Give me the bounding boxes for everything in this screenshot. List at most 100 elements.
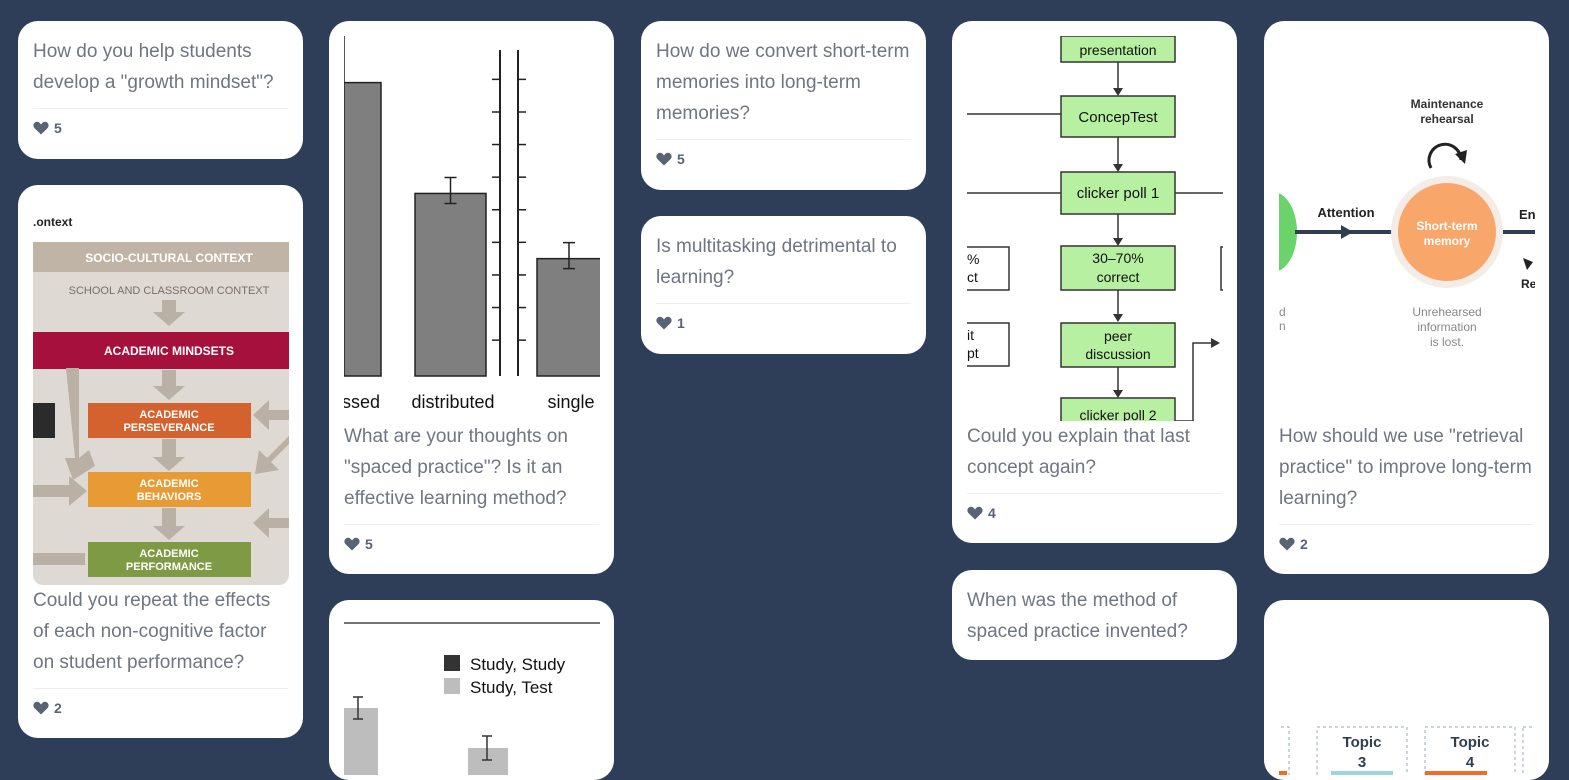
question-card[interactable]: When was the method of spaced practice i… (952, 570, 1237, 660)
like-button[interactable]: 5 (656, 140, 911, 178)
question-card[interactable]: ssed distributed single What are your thou… (329, 21, 614, 574)
like-count: 4 (988, 505, 996, 521)
question-card[interactable]: Maintenance rehearsal Attention Short-te… (1264, 21, 1549, 574)
flow-clicker-poll-1: clicker poll 1 (1077, 185, 1160, 202)
bar-massed (344, 81, 382, 377)
question-text: Is multitasking detrimental to learning? (656, 236, 897, 288)
lost-label-1: Unrehearsed (1412, 305, 1481, 319)
topics-diagram: Topic 3 Topic 4 (1279, 726, 1535, 775)
question-card[interactable]: Is multitasking detrimental to learning?… (641, 216, 926, 354)
performance-label-2: PERFORMANCE (126, 561, 212, 573)
attached-image[interactable]: .ontext SOCIO-CULTURAL CONTEXT SCHOOL AN… (33, 200, 289, 585)
like-button[interactable]: 2 (1279, 525, 1534, 563)
flow-clicker-poll-2: clicker poll 2 (1079, 407, 1156, 421)
left-label-2: n (1279, 319, 1286, 333)
short-term-memory-node (1398, 183, 1496, 281)
flow-peer-2: discussion (1085, 346, 1150, 362)
like-count: 2 (54, 700, 62, 716)
topic-3-label-1: Topic (1343, 734, 1382, 751)
like-count: 2 (1300, 536, 1308, 552)
performance-label-1: ACADEMIC (139, 548, 198, 560)
spaced-practice-chart: ssed distributed single (344, 36, 600, 412)
question-text: How should we use "retrieval practice" t… (1279, 426, 1532, 509)
question-text: Could you repeat the effects of each non… (33, 590, 271, 673)
like-count: 5 (677, 151, 685, 167)
stm-label-2: memory (1424, 234, 1471, 248)
school-context-label: SCHOOL AND CLASSROOM CONTEXT (69, 285, 270, 297)
flow-conceptest: ConcepTest (1078, 109, 1158, 126)
divider (967, 493, 1222, 494)
question-card[interactable]: How do you help students develop a "grow… (18, 21, 303, 159)
flow-left-1b: ct (967, 269, 978, 285)
topic-3-label-2: 3 (1358, 754, 1366, 771)
like-button[interactable]: 1 (656, 304, 911, 342)
attached-image[interactable]: Topic 3 Topic 4 (1279, 615, 1535, 775)
bar-single (536, 257, 600, 377)
divider (33, 688, 288, 689)
flow-left-1a: % (967, 251, 979, 267)
legend-swatch-study-study (444, 655, 460, 671)
question-text: How do you help students develop a "grow… (33, 41, 274, 93)
like-count: 1 (677, 315, 685, 331)
perseverance-label-2: PERSEVERANCE (123, 422, 214, 434)
heart-icon (967, 506, 983, 520)
attached-image[interactable]: Maintenance rehearsal Attention Short-te… (1279, 36, 1535, 421)
lost-label-2: information (1417, 320, 1476, 334)
bar-study-test-2 (468, 748, 508, 775)
question-card[interactable]: presentation ConcepTest clicker poll 1 3… (952, 21, 1237, 543)
question-card[interactable]: How do we convert short-term memories in… (641, 21, 926, 190)
attention-label: Attention (1317, 205, 1374, 220)
bar-study-test-1 (344, 708, 378, 775)
divider (656, 303, 911, 304)
question-card[interactable]: Topic 3 Topic 4 (1264, 600, 1549, 780)
legend-study-study: Study, Study (470, 655, 566, 674)
heart-icon (656, 316, 672, 330)
divider (1279, 524, 1534, 525)
attached-image[interactable]: Study, Study Study, Test (344, 615, 600, 775)
category-label-distributed: distributed (411, 392, 494, 412)
lost-label-3: is lost. (1430, 335, 1464, 349)
question-text: How do we convert short-term memories in… (656, 41, 910, 124)
legend-study-test: Study, Test (470, 678, 553, 697)
like-button[interactable]: 5 (344, 525, 599, 563)
encoding-label-partial: En (1519, 207, 1535, 222)
error-bar-single (563, 241, 575, 270)
topic-4-label-2: 4 (1466, 754, 1475, 771)
flow-percent-1: 30–70% (1092, 250, 1143, 266)
attached-image[interactable]: presentation ConcepTest clicker poll 1 3… (967, 36, 1223, 421)
study-test-chart: Study, Study Study, Test (344, 622, 600, 775)
memory-model-diagram: Maintenance rehearsal Attention Short-te… (1279, 97, 1535, 349)
category-label-massed: ssed (344, 392, 380, 412)
mindsets-label: ACADEMIC MINDSETS (104, 344, 234, 358)
flow-peer-1: peer (1104, 328, 1132, 344)
perseverance-label-1: ACADEMIC (139, 409, 198, 421)
maintenance-label-2: rehearsal (1420, 112, 1473, 126)
divider (33, 108, 288, 109)
like-button[interactable]: 4 (967, 494, 1222, 532)
peer-instruction-flowchart: presentation ConcepTest clicker poll 1 3… (967, 36, 1223, 421)
heart-icon (33, 121, 49, 135)
like-button[interactable]: 2 (33, 689, 288, 727)
flow-presentation: presentation (1079, 42, 1156, 58)
bar-distributed (414, 192, 487, 377)
question-card[interactable]: Study, Study Study, Test (329, 600, 614, 780)
error-bar-distributed (444, 176, 457, 205)
retrieval-label-partial: Re (1521, 277, 1535, 291)
question-card[interactable]: .ontext SOCIO-CULTURAL CONTEXT SCHOOL AN… (18, 185, 303, 738)
heart-icon (344, 537, 360, 551)
attached-image[interactable]: ssed distributed single (344, 36, 600, 421)
like-button[interactable]: 5 (33, 109, 288, 147)
heart-icon (1279, 537, 1295, 551)
divider (656, 139, 911, 140)
diagram-corner-label: .ontext (33, 215, 72, 229)
flow-left-2b: pt (967, 345, 979, 361)
question-text: When was the method of spaced practice i… (967, 590, 1188, 642)
category-label-single: single (547, 392, 594, 412)
non-cognitive-factors-diagram: .ontext SOCIO-CULTURAL CONTEXT SCHOOL AN… (33, 215, 289, 585)
rehearsal-loop-icon (1427, 142, 1463, 169)
question-text: What are your thoughts on "spaced practi… (344, 426, 568, 509)
behaviors-label-1: ACADEMIC (139, 478, 198, 490)
like-count: 5 (365, 536, 373, 552)
flow-left-2a: it (967, 327, 974, 343)
stm-label-1: Short-term (1416, 219, 1477, 233)
